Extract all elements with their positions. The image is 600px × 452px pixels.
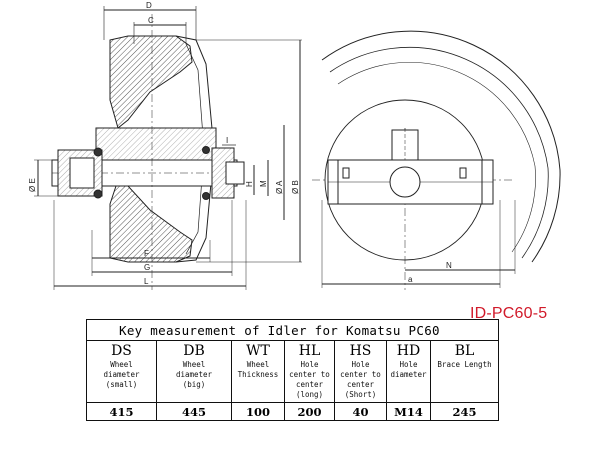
dim-label-a-lower: a	[408, 275, 413, 284]
desc-line: (long)	[295, 390, 324, 399]
desc-line: Hole	[300, 360, 319, 369]
dim-label-i: I	[226, 136, 228, 145]
desc-line: diameter	[390, 370, 427, 379]
value-cell-wt: 100	[231, 402, 285, 421]
value-row: 415 445 100 200 40 M14 245	[86, 402, 500, 421]
code-cell-bl: BL	[429, 340, 500, 360]
code-cell-db: DB	[156, 340, 232, 360]
desc-cell-hs: Hole center to center (Short)	[334, 360, 387, 403]
desc-line: center	[346, 380, 375, 389]
dim-label-f: F	[144, 249, 149, 258]
dimension-labels: D C I Ø E H M Ø A Ø B F G L N a	[28, 1, 452, 286]
value-cell-hd: M14	[386, 402, 431, 421]
dim-label-m: M	[259, 180, 268, 187]
desc-cell-wt: Wheel Thickness	[231, 360, 285, 403]
desc-line: Brace Length	[437, 360, 492, 369]
dim-label-a: Ø A	[275, 180, 284, 194]
desc-line: Wheel	[246, 360, 270, 369]
code-cell-hl: HL	[284, 340, 335, 360]
idler-technical-drawing: D C I Ø E H M Ø A Ø B F G L N a	[28, 1, 561, 290]
description-row: Wheel diameter (small) Wheel diameter (b…	[86, 360, 500, 403]
dim-label-g: G	[144, 263, 150, 272]
value-cell-hs: 40	[334, 402, 387, 421]
desc-line: center to	[289, 370, 330, 379]
desc-cell-db: Wheel diameter (big)	[156, 360, 232, 403]
desc-line: Thickness	[237, 370, 279, 379]
key-measurement-table: Key measurement of Idler for Komatsu PC6…	[85, 319, 500, 421]
code-row: DS DB WT HL HS HD BL	[86, 340, 500, 360]
value-cell-bl: 245	[429, 402, 500, 421]
desc-line: center to	[340, 370, 381, 379]
idler-side-view	[312, 30, 561, 290]
dim-label-n: N	[446, 261, 452, 270]
desc-cell-hd: Hole diameter	[386, 360, 431, 403]
dim-label-d: D	[146, 1, 152, 10]
code-cell-hs: HS	[334, 340, 387, 360]
code-cell-ds: DS	[86, 340, 157, 360]
desc-cell-ds: Wheel diameter (small)	[86, 360, 157, 403]
code-cell-wt: WT	[231, 340, 285, 360]
desc-line: Wheel	[110, 360, 133, 369]
dim-label-h: H	[245, 181, 254, 187]
desc-line: diameter	[103, 370, 140, 379]
desc-line: diameter	[175, 370, 213, 379]
dim-label-e: Ø E	[28, 178, 37, 192]
part-id-label: ID-PC60-5	[470, 305, 548, 322]
desc-line: Hole	[351, 360, 370, 369]
desc-line: (Short)	[344, 390, 377, 399]
value-cell-hl: 200	[284, 402, 335, 421]
dim-label-b: Ø B	[291, 180, 300, 194]
dim-label-c: C	[148, 16, 154, 25]
idler-section-view	[34, 6, 302, 290]
desc-line: Wheel	[182, 360, 206, 369]
value-cell-db: 445	[156, 402, 232, 421]
desc-line: (big)	[182, 380, 206, 389]
desc-line: Hole	[399, 360, 418, 369]
desc-line: (small)	[105, 380, 138, 389]
desc-cell-hl: Hole center to center (long)	[284, 360, 335, 403]
value-cell-ds: 415	[86, 402, 157, 421]
desc-cell-bl: Brace Length	[429, 360, 500, 403]
dim-label-l: L	[144, 277, 149, 286]
table-title: Key measurement of Idler for Komatsu PC6…	[85, 319, 500, 341]
desc-line: center	[295, 380, 324, 389]
code-cell-hd: HD	[386, 340, 431, 360]
